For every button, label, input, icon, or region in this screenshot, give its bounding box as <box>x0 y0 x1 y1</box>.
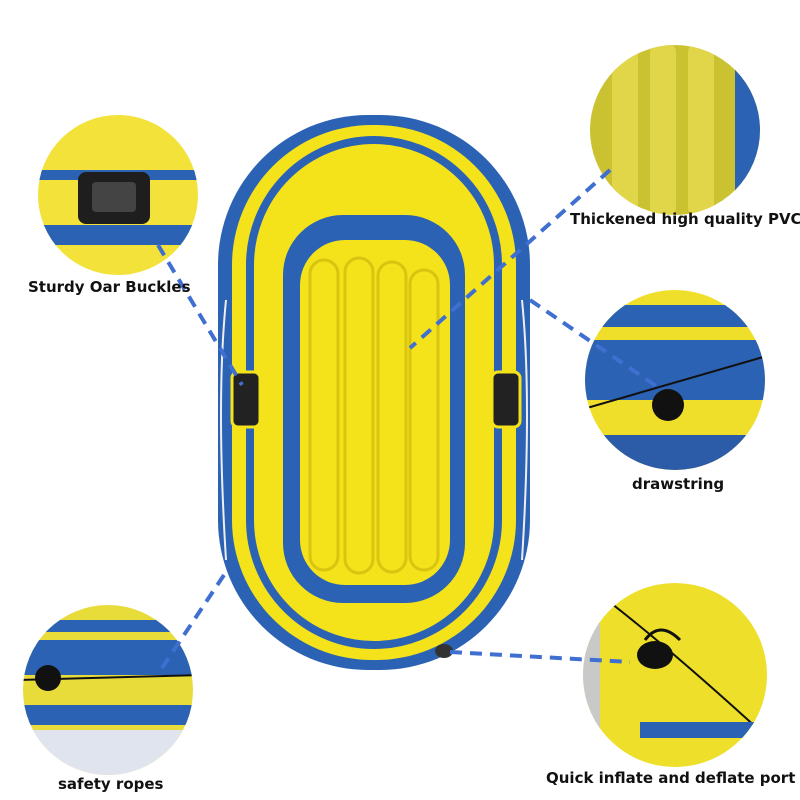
callout-lines <box>156 168 664 670</box>
detail-drawstring <box>585 290 765 470</box>
detail-valve <box>583 583 767 767</box>
detail-safety-ropes <box>23 605 193 775</box>
label-drawstring: drawstring <box>632 475 725 493</box>
oar-buckle-right <box>490 370 522 429</box>
label-valve: Quick inflate and deflate port <box>546 769 796 787</box>
label-pvc: Thickened high quality PVC <box>570 210 800 228</box>
label-oar-buckles: Sturdy Oar Buckles <box>28 278 191 296</box>
valve <box>435 644 453 658</box>
label-safety-ropes: safety ropes <box>58 775 164 793</box>
detail-oar-buckle <box>38 115 198 275</box>
oar-buckle-left <box>230 370 262 429</box>
inflatable-boat <box>218 115 530 670</box>
detail-pvc <box>590 45 760 215</box>
